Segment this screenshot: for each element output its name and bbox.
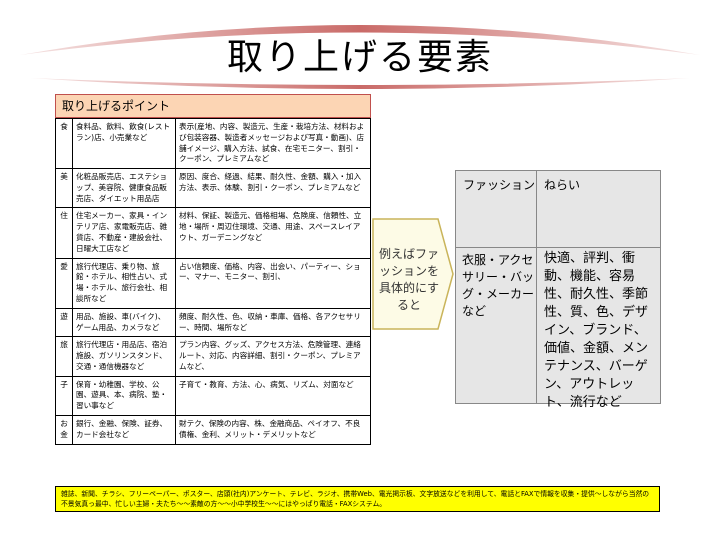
row-examples: 保育・幼稚園、学校、公園、遊具、本、病院、塾・習い事など — [72, 375, 176, 416]
row-category: 遊 — [55, 307, 73, 338]
arrow-shape — [372, 218, 454, 330]
row-category: 愛 — [55, 257, 73, 309]
row-points: 原因、度合、経過、結果、耐久性、金額、購入・加入方法、表示、体験、割引・クーポン… — [175, 168, 371, 209]
grid-divider-horizontal — [456, 247, 660, 248]
row-examples: 用品、施設、車(バイク)、ゲーム用品、カメラなど — [72, 307, 176, 338]
fashion-grid: ファッション ねらい 衣服・アクセサリー・バッグ・メーカーなど 快適、評判、衝動… — [455, 170, 661, 410]
table-row: 子保育・幼稚園、学校、公園、遊具、本、病院、塾・習い事など子育て・教育、方法、心… — [55, 375, 371, 416]
row-examples: 銀行、金融、保険、証券、カード会社など — [72, 414, 176, 445]
row-category: お金 — [55, 414, 73, 445]
row-examples: 化粧品販売店、エステショップ、美容院、健康食品販売店、ダイエット用品店 — [72, 168, 176, 209]
row-category: 子 — [55, 375, 73, 416]
table-row: 愛旅行代理店、乗り物、旅館・ホテル、相性占い、式場・ホテル、旅行会社、相談所など… — [55, 257, 371, 309]
row-examples: 旅行代理店、乗り物、旅館・ホテル、相性占い、式場・ホテル、旅行会社、相談所など — [72, 257, 176, 309]
row-points: 表示(産地、内容、製造元、生産・栽培方法、材料および包装容器、製造者メッセージお… — [175, 117, 371, 170]
table-row: お金銀行、金融、保険、証券、カード会社など財テク、保険の内容、株、金融商品、ペイ… — [55, 414, 371, 445]
fashion-header-left: ファッション — [463, 178, 536, 192]
title-swoosh-decoration — [20, 25, 700, 89]
fashion-body-left: 衣服・アクセサリー・バッグ・メーカーなど — [462, 253, 535, 318]
arrow-text: 例えばファッションを具体的にすると — [378, 247, 440, 312]
row-points: 頻度、耐久性、色、収納・車庫、価格、各アクセサリー、時間、場所など — [175, 307, 371, 338]
row-category: 美 — [55, 168, 73, 209]
fashion-header-right: ねらい — [544, 178, 581, 192]
row-points: 材料、保証、製造元、価格相場、危険度、信頼性、立地・場所・周辺住環境、交通、用途… — [175, 207, 371, 259]
points-header: 取り上げるポイント — [55, 94, 371, 118]
row-category: 食 — [55, 117, 73, 170]
row-examples: 住宅メーカー、家具・インテリア店、家電販売店、雑貨店、不動産・建設会社、日曜大工… — [72, 207, 176, 259]
grid-divider-vertical — [536, 171, 537, 403]
table-row: 旅旅行代理店・用品店、宿泊施設、ガソリンスタンド、交通・通信機器などプラン内容、… — [55, 336, 371, 377]
fashion-body-right: 快適、評判、衝動、機能、容易性、耐久性、季節性、質、色、デザイン、ブランド、価値… — [544, 251, 649, 410]
table-row: 美化粧品販売店、エステショップ、美容院、健康食品販売店、ダイエット用品店原因、度… — [55, 168, 371, 209]
table-row: 住住宅メーカー、家具・インテリア店、家電販売店、雑貨店、不動産・建設会社、日曜大… — [55, 207, 371, 259]
row-points: 子育て・教育、方法、心、病気、リズム、対面など — [175, 375, 371, 416]
points-table: 食食料品、飲料、飲食(レストラン)店、小売業など表示(産地、内容、製造元、生産・… — [55, 117, 371, 445]
row-points: 占い信頼度、価格、内容、出会い、パーティー、ショー、マナー、モニター、割引、 — [175, 257, 371, 309]
footer-note: 雑誌、新聞、チラシ、フリーペーパー、ポスター、店頭(社内)アンケート、テレビ、ラ… — [55, 486, 660, 512]
row-points: 財テク、保険の内容、株、金融商品、ペイオフ、不良債権、金利、メリット・デメリット… — [175, 414, 371, 445]
row-category: 旅 — [55, 336, 73, 377]
table-row: 遊用品、施設、車(バイク)、ゲーム用品、カメラなど頻度、耐久性、色、収納・車庫、… — [55, 307, 371, 338]
row-examples: 旅行代理店・用品店、宿泊施設、ガソリンスタンド、交通・通信機器など — [72, 336, 176, 377]
slide-title: 取り上げる要素 — [226, 37, 493, 78]
table-row: 食食料品、飲料、飲食(レストラン)店、小売業など表示(産地、内容、製造元、生産・… — [55, 117, 371, 170]
row-points: プラン内容、グッズ、アクセス方法、危険管理、連絡ルート、対応、内容詳細、割引・ク… — [175, 336, 371, 377]
row-category: 住 — [55, 207, 73, 259]
row-examples: 食料品、飲料、飲食(レストラン)店、小売業など — [72, 117, 176, 170]
